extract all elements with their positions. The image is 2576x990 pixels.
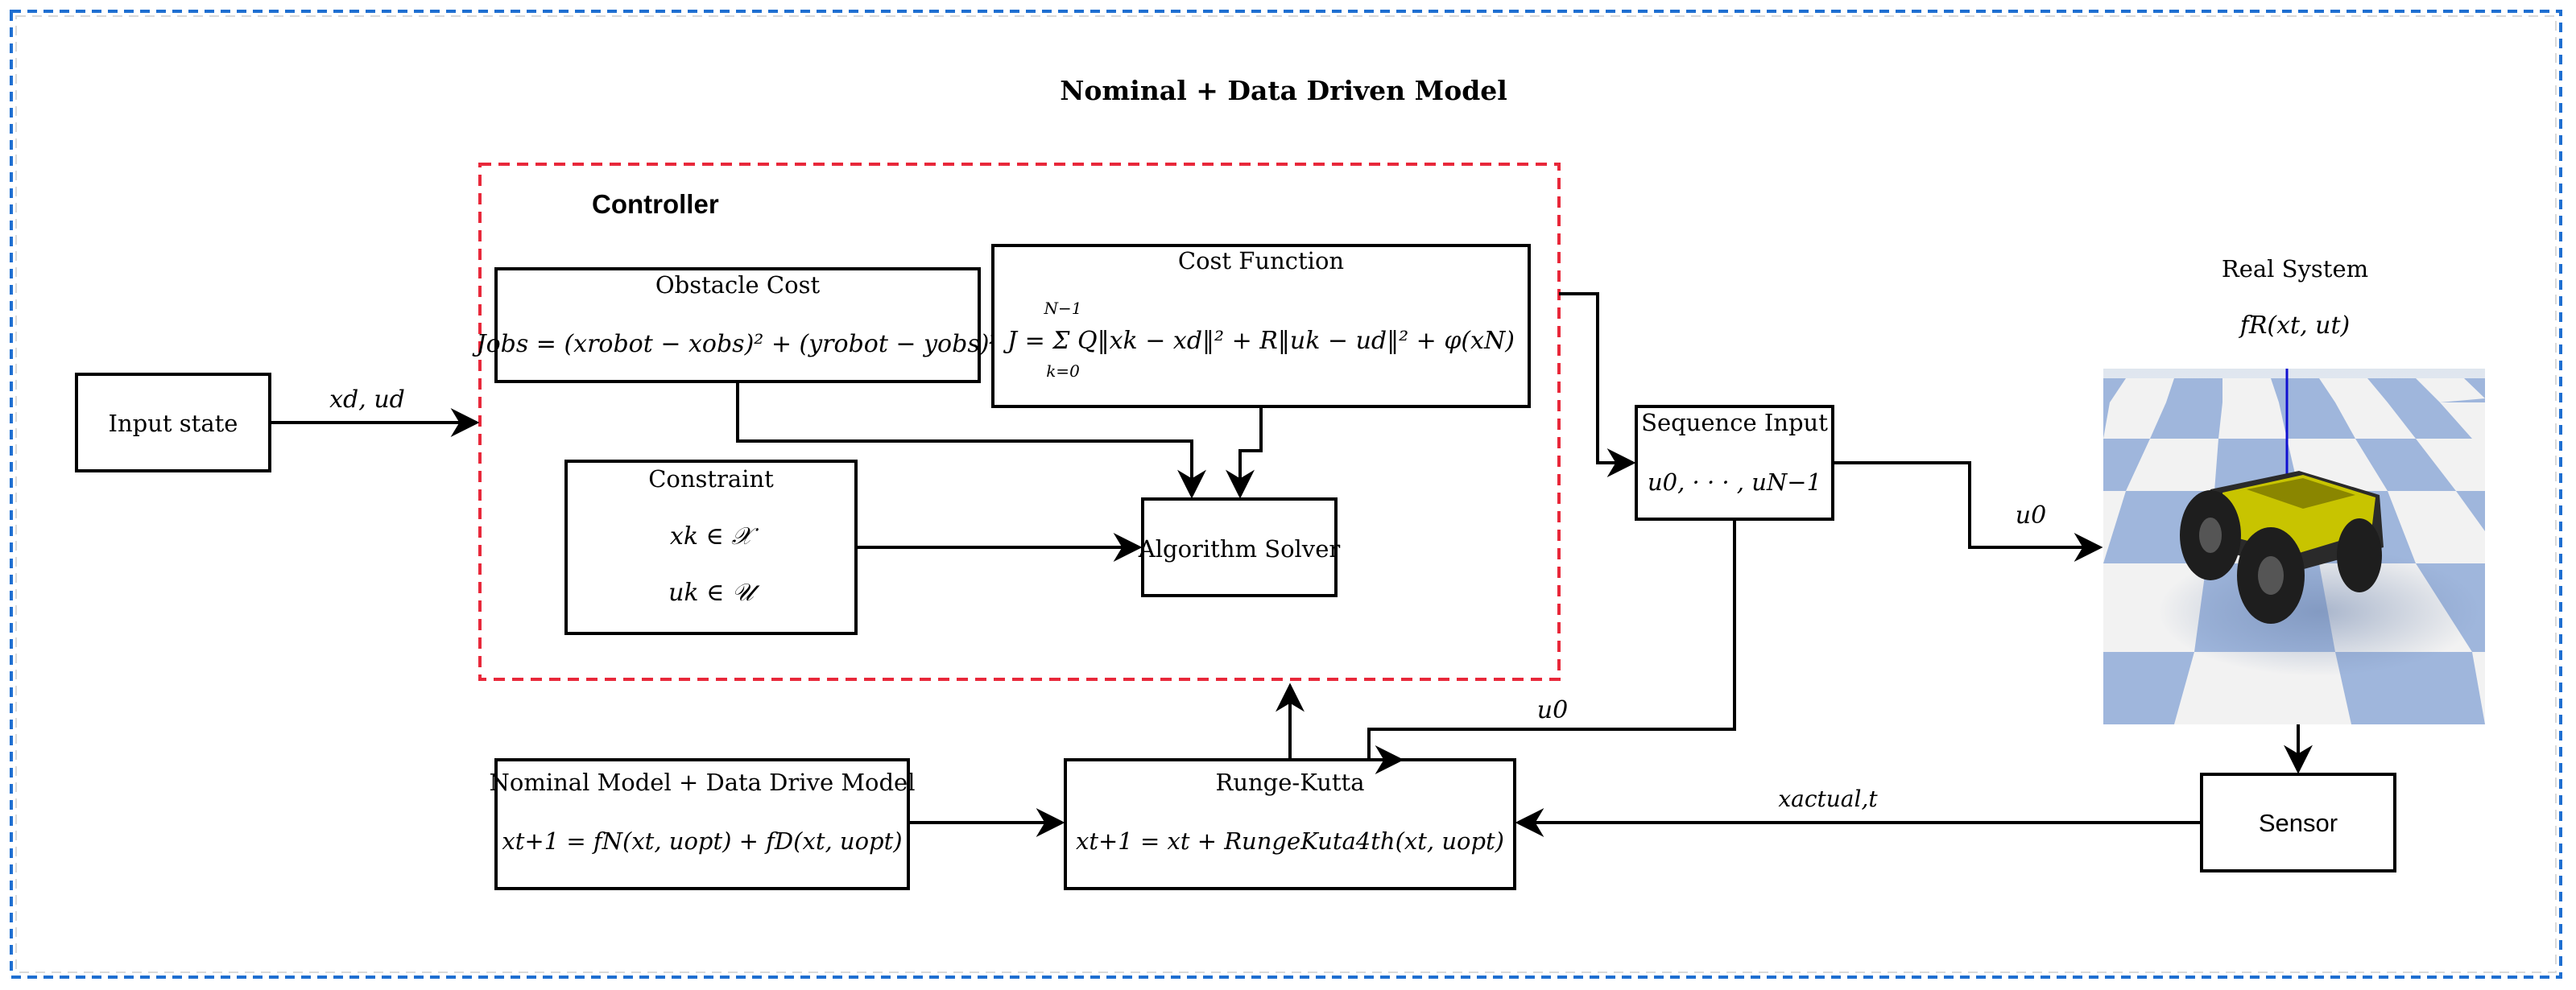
obstacle-cost-title: Obstacle Cost [655, 271, 821, 299]
constraint-line1: xk ∈ 𝒳 [670, 522, 759, 551]
sequence-input-box [1635, 405, 1834, 521]
robot-simulation-image [2103, 369, 2485, 724]
constraint-line2: uk ∈ 𝒰 [668, 579, 760, 607]
u0-label-right: u0 [2016, 501, 2046, 530]
sequence-input-formula: u0, · · · , uN−1 [1648, 468, 1821, 496]
sensor-edge-label: xactual,t [1778, 786, 1878, 812]
input-state-box [75, 373, 271, 472]
algorithm-solver-label: Algorithm Solver [1138, 535, 1341, 563]
edge-sequence-to-runge-kutta [1367, 519, 1736, 760]
nominal-model-formula: xt+1 = fN(xt, uopt) + fD(xt, uopt) [502, 827, 902, 855]
cost-function-title: Cost Function [1178, 247, 1344, 274]
algorithm-solver-box [1141, 497, 1338, 597]
sequence-input-title: Sequence Input [1641, 409, 1828, 436]
constraint-title: Constraint [648, 465, 774, 493]
cost-function-sum-upper: N−1 [1044, 299, 1082, 318]
real-system-title: Real System [2222, 255, 2368, 283]
cost-function-box [991, 244, 1531, 408]
nominal-model-title: Nominal Model + Data Drive Model [490, 769, 916, 796]
edge-sequence-to-real-system [1833, 461, 2103, 562]
runge-kutta-box [1064, 758, 1516, 890]
sensor-label: Sensor [2259, 809, 2338, 837]
real-system-formula: fR(xt, ut) [2239, 311, 2351, 340]
controller-title: Controller [592, 189, 719, 219]
obstacle-cost-box [494, 267, 981, 383]
constraint-box [564, 460, 858, 635]
cost-function-formula: J = Σ Q‖xk − xd‖² + R‖uk − ud‖² + φ(xN) [1003, 327, 1515, 355]
cost-function-sum-lower: k=0 [1046, 361, 1080, 381]
edge-obstacle-to-solver [736, 382, 1206, 499]
edge-cost-to-solver [1226, 406, 1263, 499]
u0-label-bottom: u0 [1537, 696, 1568, 724]
outer-boundary [10, 10, 2562, 979]
runge-kutta-title: Runge-Kutta [1215, 769, 1364, 796]
controller-region [478, 163, 1561, 681]
runge-kutta-formula: xt+1 = xt + RungeKuta4th(xt, uopt) [1076, 827, 1504, 855]
nominal-model-box [494, 758, 910, 890]
input-state-edge-label: xd, ud [329, 386, 405, 414]
sensor-box [2200, 773, 2396, 872]
edge-controller-to-sequence [1559, 292, 1636, 477]
input-state-label: Input state [109, 410, 238, 437]
obstacle-cost-formula: Jobs = (xrobot − xobs)² + (yrobot − yobs… [472, 330, 999, 358]
diagram-title: Nominal + Data Driven Model [1060, 75, 1507, 106]
